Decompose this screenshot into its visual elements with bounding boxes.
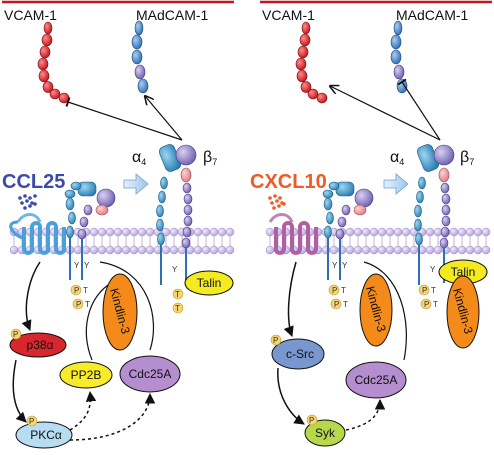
vcam-label-right: VCAM-1 [262, 7, 315, 23]
p-tag-label-r2: P [334, 300, 339, 309]
vcam-molecule-left [37, 21, 70, 104]
ccl25-dots [18, 194, 37, 210]
vcam-label-left: VCAM-1 [4, 7, 57, 23]
madcam-label-right: MAdCAM-1 [396, 7, 469, 23]
syk-to-cdc25a-arrow [345, 398, 386, 431]
p-tag-label-r1: P [332, 286, 337, 295]
madcam-activation-arrow-left [145, 96, 183, 141]
plasma-membrane-left [9, 227, 235, 255]
cxcr3-to-csrc-arrow [283, 261, 297, 337]
kindlin-recruit-line-left [99, 261, 155, 351]
activation-block-arrow-left [123, 173, 149, 195]
ccr9-to-p38-arrow [21, 261, 41, 331]
beta7-label-left: β7 [203, 149, 217, 167]
p38-p-label: P [13, 330, 18, 339]
cdc25a-label-right: Cdc25A [355, 373, 398, 387]
right-panel: VCAM-1 MAdCAM-1 α4 β7 CXCL10 Y Y P P [250, 0, 492, 447]
p38-to-pkc-arrow [12, 359, 27, 423]
madcam-inhibition-line-right [397, 78, 441, 141]
madcam-molecule-right [390, 20, 408, 94]
cxcr3-receptor-right [268, 213, 318, 255]
cxcl10-label: CXCL10 [250, 171, 327, 193]
madcam-label-left: MAdCAM-1 [136, 7, 209, 23]
csrc-to-syk-arrow [277, 367, 305, 425]
t-site-ext-l2: T [175, 304, 180, 313]
y-site-ext-left: Y [172, 265, 178, 274]
cdc25a-node-left [119, 355, 181, 393]
t-site-ext-l1: T [175, 290, 180, 299]
y-site-bent-left: Y [74, 261, 80, 270]
syk-node [304, 419, 346, 447]
alpha4-label-left: α4 [132, 149, 146, 167]
pkc-p-label: P [29, 417, 34, 426]
csrc-label: c-Src [286, 347, 314, 361]
y-site-bent-left-2: Y [84, 261, 90, 270]
pkcalpha-label: PKCα [30, 428, 62, 442]
y-site-bent-right: Y [332, 261, 338, 270]
vcam-inhibition-line-left [65, 97, 183, 141]
beta7-label-right: β7 [460, 149, 474, 167]
vcam-activation-arrow-right [330, 86, 441, 141]
kindlin3-left: Kindlin-3 [102, 273, 138, 351]
pkc-to-pp2b-arrow [69, 390, 97, 431]
vcam-molecule-right [295, 21, 328, 104]
madcam-molecule-left [131, 20, 149, 94]
pp2b-node [59, 361, 113, 389]
kindlin3-right-extended: Kindlin-3 [446, 275, 480, 349]
cdc25a-node-right [345, 361, 407, 399]
pp2b-label: PP2B [71, 368, 102, 382]
csrc-node [271, 338, 325, 370]
pp2b-loop-left [85, 284, 109, 361]
p-tag-label-l1: P [74, 286, 79, 295]
p-tag-label-l2: P [76, 300, 81, 309]
cxcl10-dots [268, 194, 286, 210]
left-panel: VCAM-1 MAdCAM-1 α4 β7 CCL25 Y [2, 0, 235, 449]
ccr9-receptor-left [9, 213, 66, 255]
talin-label-right: Talin [451, 265, 476, 279]
syk-p-label: P [309, 416, 314, 425]
y-site-bent-right-2: Y [342, 261, 348, 270]
cdc25a-label-left: Cdc25A [129, 367, 172, 381]
pkc-to-cdc25a-arrow [69, 392, 156, 441]
t-site-r1: T [341, 286, 346, 295]
extended-integrin-left [155, 141, 197, 286]
p-tag-ext-r2: P [424, 300, 429, 309]
pkcalpha-node [15, 421, 73, 449]
ccl25-label: CCL25 [2, 171, 65, 193]
syk-label: Syk [315, 426, 336, 440]
kindlin-recruit-line-right [363, 261, 407, 361]
t-site-ext-r1: T [431, 286, 436, 295]
p38alpha-label: p38α [27, 338, 54, 352]
p-tag-ext-r1: P [422, 286, 427, 295]
t-site-ext-r2: T [433, 300, 438, 309]
talin-left [184, 270, 234, 296]
csrc-p-label: P [273, 336, 278, 345]
p38alpha-node [9, 332, 67, 358]
t-site-l1: T [83, 286, 88, 295]
t-site-r2: T [343, 300, 348, 309]
talin-label-left: Talin [197, 276, 222, 290]
t-site-l2: T [85, 300, 90, 309]
y-site-ext-right: Y [430, 265, 436, 274]
activation-block-arrow-right [383, 173, 409, 195]
kindlin3-right-bent: Kindlin-3 [359, 273, 393, 347]
alpha4-label-right: α4 [390, 149, 404, 167]
